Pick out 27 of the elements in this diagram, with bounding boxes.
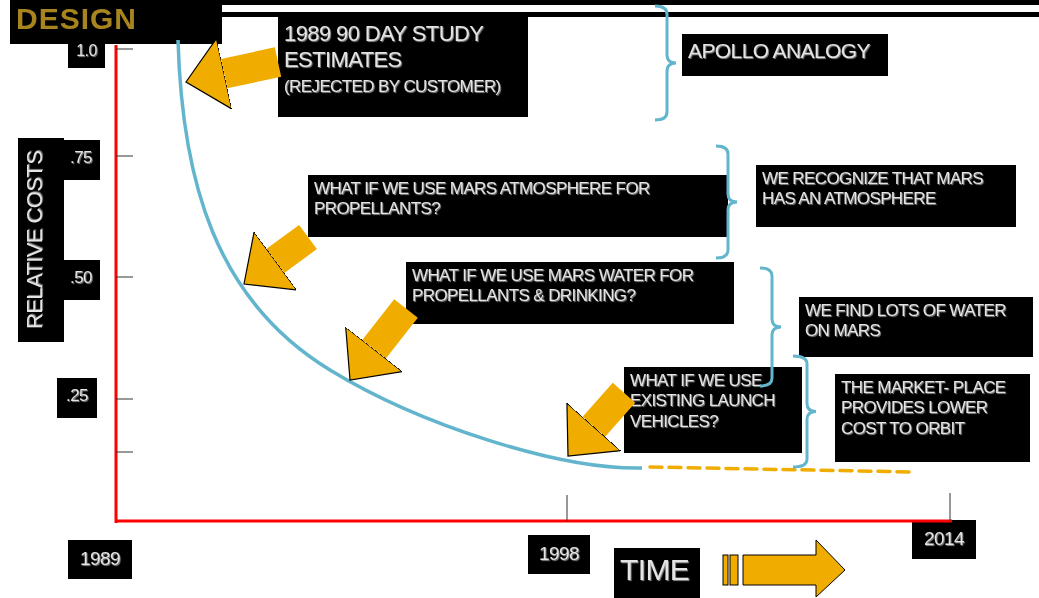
- axis-title: TIME: [614, 548, 700, 598]
- annotation-text: THE MARKET- PLACE PROVIDES LOWER COST TO ORBIT: [841, 378, 1007, 440]
- annotation-box: [835, 374, 1030, 462]
- annotation-text: APOLLO ANALOGY: [688, 38, 871, 64]
- callout-box: [308, 175, 728, 237]
- callout-box: [406, 262, 734, 324]
- tick-label: 1989: [68, 540, 132, 579]
- callout-text: 1989 90 DAY STUDY ESTIMATES: [284, 21, 484, 74]
- callout-text: (REJECTED BY CUSTOMER): [284, 76, 502, 98]
- tick-label: .50: [62, 260, 100, 300]
- annotation-text: WE FIND LOTS OF WATER ON MARS: [805, 301, 1007, 342]
- heading-text: DESIGN: [16, 4, 139, 34]
- callout-text: WHAT IF WE USE MARS WATER FOR PROPELLANTS & DRINKING?: [412, 266, 695, 307]
- annotation-box: [799, 297, 1033, 357]
- tick-label: .75: [62, 140, 100, 180]
- tick-label: 2014: [912, 520, 976, 559]
- callout-text: WHAT IF WE USE EXISTING LAUNCH VEHICLES?: [630, 371, 776, 433]
- annotation-box: [682, 34, 888, 76]
- callout-text: WHAT IF WE USE MARS ATMOSPHERE FOR PROPELLANTS?: [314, 179, 651, 220]
- annotation-text: WE RECOGNIZE THAT MARS HAS AN ATMOSPHERE: [762, 169, 985, 210]
- callout-box: [278, 17, 528, 117]
- callout-box: [624, 367, 802, 453]
- tick-label: 1998: [528, 535, 590, 574]
- axis-title: RELATIVE COSTS: [18, 138, 64, 342]
- annotation-box: [756, 165, 1016, 227]
- tick-label: .25: [57, 378, 97, 418]
- heading-box: [10, 0, 222, 44]
